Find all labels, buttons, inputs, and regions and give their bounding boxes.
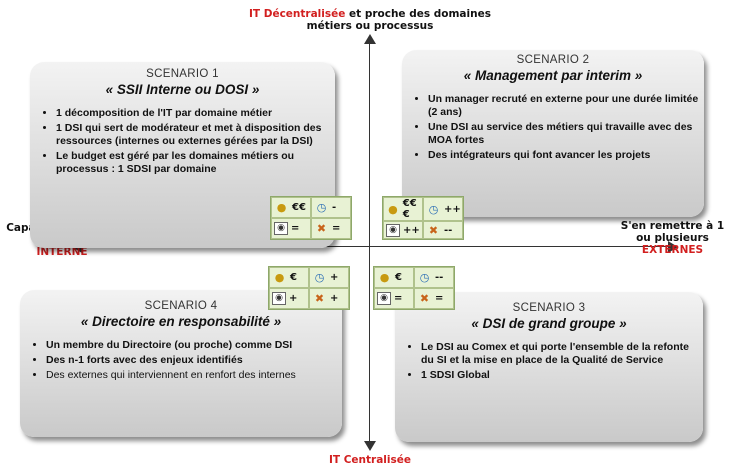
axis-label-right: S'en remettre à 1 ou plusieurs EXTERNES bbox=[610, 220, 735, 256]
coins-icon: ● bbox=[379, 271, 390, 284]
people-icon: ✖ bbox=[314, 292, 325, 305]
stopwatch-icon: ◷ bbox=[419, 271, 430, 284]
list-item: Un manager recruté en externe pour une d… bbox=[428, 93, 704, 119]
axis-top-text: et proche des domaines bbox=[345, 8, 491, 20]
scenario-label: SCENARIO 1 bbox=[146, 68, 219, 80]
list-item: Le budget est géré par les domaines méti… bbox=[56, 150, 335, 176]
eye-icon: ◉ bbox=[272, 292, 286, 305]
list-item: 1 SDSI Global bbox=[421, 369, 703, 382]
cost-cell: ● €€€ bbox=[383, 197, 423, 221]
cost-value: €€€ bbox=[402, 198, 417, 220]
eye-icon: ◉ bbox=[386, 223, 400, 237]
list-item: 1 décomposition de l'IT par domaine méti… bbox=[56, 107, 335, 120]
time-value: - bbox=[332, 202, 337, 213]
time-cell: ◷ -- bbox=[414, 267, 454, 288]
horizontal-axis bbox=[78, 246, 672, 247]
visibility-cell: ◉= bbox=[271, 218, 311, 239]
list-item: Le DSI au Comex et qui porte l'ensemble … bbox=[421, 341, 703, 367]
eye-icon: ◉ bbox=[274, 222, 288, 235]
stopwatch-icon: ◷ bbox=[316, 201, 327, 214]
scenario-title: « Directoire en responsabilité » bbox=[80, 314, 282, 329]
scenario-list: Le DSI au Comex et qui porte l'ensemble … bbox=[395, 341, 703, 382]
scenario-list: Un manager recruté en externe pour une d… bbox=[402, 93, 704, 162]
scenario-title: « Management par interim » bbox=[463, 68, 643, 83]
visibility-cell: ◉++ bbox=[383, 221, 423, 239]
people-cell: ✖= bbox=[414, 288, 454, 309]
axis-right-line1: S'en remettre à 1 bbox=[620, 220, 725, 232]
list-item: Un membre du Directoire (ou proche) comm… bbox=[46, 339, 342, 352]
people-icon: ✖ bbox=[316, 222, 327, 235]
cost-cell: ● €€ bbox=[271, 197, 311, 218]
visibility-value: = bbox=[394, 293, 403, 304]
coins-icon: ● bbox=[274, 271, 285, 284]
people-value: -- bbox=[444, 224, 453, 236]
axis-right-line2: ou plusieurs bbox=[636, 232, 709, 244]
scenario-title: « DSI de grand groupe » bbox=[471, 316, 627, 331]
cost-cell: ●€ bbox=[269, 267, 309, 288]
list-item: 1 DSI qui sert de modérateur et met à di… bbox=[56, 122, 335, 148]
list-item: Des intégrateurs qui font avancer les pr… bbox=[428, 149, 704, 162]
axis-label-top: IT Décentralisée et proche des domaines … bbox=[220, 8, 520, 32]
visibility-value: ++ bbox=[403, 224, 420, 236]
scenario-4-box: SCENARIO 4 « Directoire en responsabilit… bbox=[20, 290, 342, 437]
visibility-value: + bbox=[289, 293, 298, 304]
indicator-grid-3: ●€ ◷-- ◉= ✖= bbox=[373, 266, 455, 310]
coins-icon: ● bbox=[276, 201, 287, 214]
time-cell: ◷- bbox=[311, 197, 351, 218]
stopwatch-icon: ◷ bbox=[314, 271, 325, 284]
list-item: Une DSI au service des métiers qui trava… bbox=[428, 121, 704, 147]
axis-left-highlight: INTERNE bbox=[36, 246, 88, 258]
arrow-right bbox=[668, 241, 678, 253]
people-value: = bbox=[435, 293, 444, 304]
stopwatch-icon: ◷ bbox=[428, 202, 439, 216]
axis-label-bottom: IT Centralisée bbox=[328, 454, 411, 466]
visibility-cell: ◉+ bbox=[269, 288, 309, 309]
scenario-list: 1 décomposition de l'IT par domaine méti… bbox=[30, 107, 335, 176]
cost-cell: ●€ bbox=[374, 267, 414, 288]
scenario-title: « SSII Interne ou DOSI » bbox=[105, 82, 260, 97]
indicator-grid-4: ●€ ◷+ ◉+ ✖+ bbox=[268, 266, 350, 310]
indicator-grid-2: ●€€€ ◷++ ◉++ ✖-- bbox=[382, 196, 464, 240]
people-cell: ✖+ bbox=[309, 288, 349, 309]
scenario-label: SCENARIO 4 bbox=[144, 300, 218, 312]
cost-value: € bbox=[290, 272, 297, 283]
scenario-label: SCENARIO 3 bbox=[512, 302, 586, 314]
axis-top-line2: métiers ou processus bbox=[306, 20, 434, 32]
indicator-grid-1: ●€€ ◷- ◉= ✖= bbox=[270, 196, 352, 240]
list-item: Des externes qui interviennent en renfor… bbox=[46, 369, 342, 382]
time-value: ++ bbox=[444, 203, 461, 215]
eye-icon: ◉ bbox=[377, 292, 391, 305]
cost-value: €€ bbox=[292, 202, 306, 213]
time-cell: ◷+ bbox=[309, 267, 349, 288]
people-icon: ✖ bbox=[419, 292, 430, 305]
arrow-down bbox=[364, 441, 376, 451]
time-value: + bbox=[330, 272, 339, 283]
visibility-value: = bbox=[291, 223, 300, 234]
coins-icon: ● bbox=[388, 202, 398, 216]
time-value: -- bbox=[435, 272, 444, 283]
axis-right-highlight: EXTERNES bbox=[641, 244, 704, 256]
scenario-label: SCENARIO 2 bbox=[516, 54, 590, 66]
visibility-cell: ◉= bbox=[374, 288, 414, 309]
people-value: = bbox=[332, 223, 341, 234]
arrow-up bbox=[364, 34, 376, 44]
people-value: + bbox=[330, 293, 339, 304]
list-item: Des n-1 forts avec des enjeux identifiés bbox=[46, 354, 342, 367]
people-icon: ✖ bbox=[428, 223, 439, 237]
axis-top-highlight: IT Décentralisée bbox=[249, 8, 346, 20]
people-cell: ✖ -- bbox=[423, 221, 463, 239]
scenario-3-box: SCENARIO 3 « DSI de grand groupe » Le DS… bbox=[395, 292, 703, 442]
scenario-list: Un membre du Directoire (ou proche) comm… bbox=[20, 339, 342, 382]
scenario-2-box: SCENARIO 2 « Management par interim » Un… bbox=[402, 50, 704, 217]
vertical-axis bbox=[369, 40, 370, 445]
time-cell: ◷ ++ bbox=[423, 197, 463, 221]
cost-value: € bbox=[395, 272, 402, 283]
people-cell: ✖= bbox=[311, 218, 351, 239]
